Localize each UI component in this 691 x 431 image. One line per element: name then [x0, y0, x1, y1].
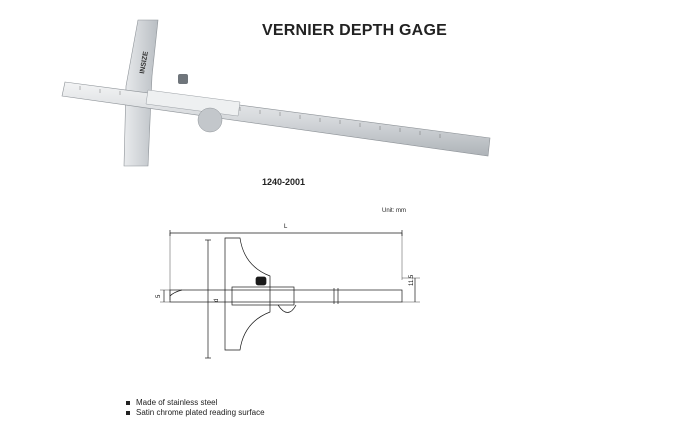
unit-label: Unit: mm — [382, 208, 406, 214]
dim-5-label: 5 — [156, 294, 162, 298]
product-photo: INSIZE — [61, 19, 491, 167]
feature-item: Satin chrome plated reading surface — [126, 408, 265, 418]
feature-item: Made of stainless steel — [126, 398, 265, 408]
vernier-plate — [145, 89, 241, 117]
feature-text: Made of stainless steel — [136, 398, 218, 407]
feature-list: Made of stainless steel Satin chrome pla… — [126, 398, 265, 418]
bullet-icon — [126, 401, 130, 405]
brand-logo: INSIZE — [139, 51, 150, 75]
drawing-beam — [169, 289, 403, 303]
drawing-wheel — [277, 304, 297, 313]
bullet-icon — [126, 411, 130, 415]
page-title: VERNIER DEPTH GAGE — [262, 22, 447, 39]
dim-L-label: L — [284, 224, 288, 230]
drawing-base — [224, 237, 271, 351]
scale-ticks — [79, 86, 441, 138]
model-number: 1240-2001 — [262, 177, 306, 187]
dim-11-5-label: 11.5 — [409, 274, 415, 286]
drawing-slider — [231, 286, 295, 306]
technical-drawing: L d 11.5 5 — [156, 224, 420, 359]
drawing-screw — [255, 276, 267, 286]
feature-text: Satin chrome plated reading surface — [136, 408, 265, 417]
thumb-wheel — [197, 107, 223, 133]
locking-screw — [178, 74, 188, 84]
dim-d-label: d — [214, 299, 220, 302]
